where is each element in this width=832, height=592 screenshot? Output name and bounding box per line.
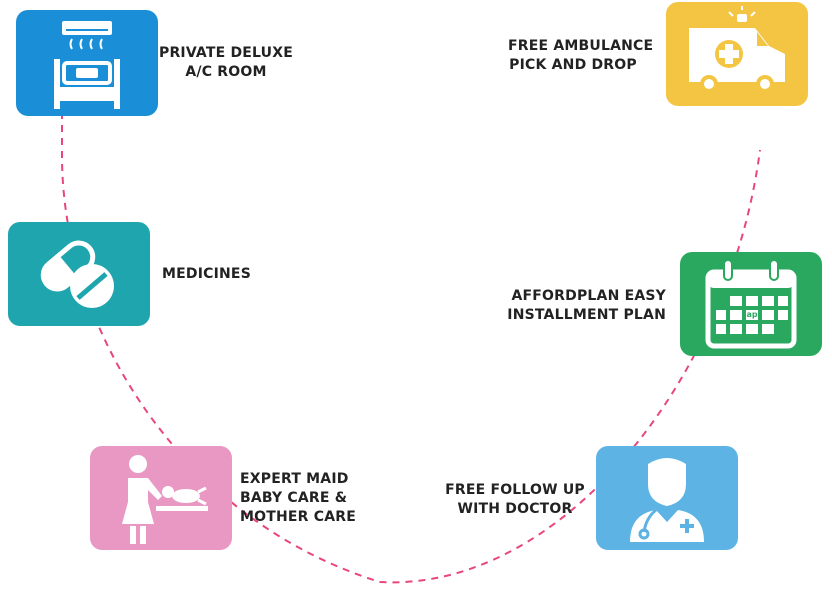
maid-tile: [90, 446, 232, 550]
maid-icon: [122, 455, 208, 544]
doctor-label: FREE FOLLOW UP WITH DOCTOR: [440, 481, 590, 519]
medicines-label-line1: MEDICINES: [162, 266, 251, 282]
svg-text:ap: ap: [746, 310, 757, 319]
maid-label: EXPERT MAID BABY CARE & MOTHER CARE: [240, 470, 370, 527]
ambulance-icon: [689, 6, 785, 93]
maid-label-line3: MOTHER CARE: [240, 509, 356, 525]
calendar-icon: ap: [705, 259, 797, 349]
ambulance-label-line2: PICK AND DROP: [509, 57, 637, 73]
room-tile: [16, 10, 158, 116]
doctor-label-line1: FREE FOLLOW UP: [445, 482, 585, 498]
room-label-line1: PRIVATE DELUXE: [158, 45, 293, 61]
medicines-label: MEDICINES: [162, 265, 282, 284]
doctor-icon: [630, 458, 704, 542]
doctor-label-line2: WITH DOCTOR: [457, 501, 573, 517]
medicines-tile: [8, 222, 150, 326]
pills-icon: [40, 240, 114, 308]
installment-tile: ap: [680, 252, 822, 356]
installment-label-line1: AFFORDPLAN EASY: [511, 288, 666, 304]
doctor-tile: [596, 446, 738, 550]
room-label: PRIVATE DELUXE A/C ROOM: [156, 44, 296, 82]
room-label-line2: A/C ROOM: [185, 64, 267, 80]
installment-label: AFFORDPLAN EASY INSTALLMENT PLAN: [486, 287, 666, 325]
ambulance-label-line1: FREE AMBULANCE: [508, 38, 654, 54]
maid-label-line1: EXPERT MAID: [240, 471, 349, 487]
ambulance-label: FREE AMBULANCE PICK AND DROP: [508, 37, 654, 75]
maid-label-line2: BABY CARE &: [240, 490, 348, 506]
bed-icon: [54, 21, 120, 109]
ambulance-tile: [666, 2, 808, 106]
installment-label-line2: INSTALLMENT PLAN: [507, 307, 666, 323]
